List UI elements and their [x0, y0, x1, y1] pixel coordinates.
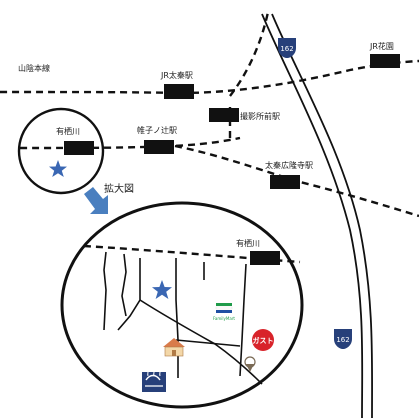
- location-pin-icon: [244, 356, 256, 372]
- svg-text:ガスト: ガスト: [253, 336, 274, 345]
- zoom-road-3: [117, 258, 141, 331]
- label-satsueishomae: 撮影所前駅: [240, 111, 280, 121]
- svg-text:162: 162: [280, 45, 293, 53]
- koryuji-rail-line: [174, 144, 419, 218]
- label-uzumasa-koryuji: 太秦広隆寺駅: [265, 160, 313, 170]
- zoom-source-circle: [17, 107, 105, 195]
- svg-text:FamilyMart: FamilyMart: [213, 316, 235, 321]
- label-arisugawa-zoom: 有栖川: [236, 238, 260, 248]
- route-162-shield-top: 162: [278, 38, 296, 58]
- label-jr-uzumasa: JR太秦駅: [160, 70, 193, 80]
- bathhouse-icon: [142, 367, 166, 392]
- randen-rail-line: [19, 136, 241, 150]
- route-162-shield-bottom: 162: [334, 329, 352, 349]
- label-jr-hanazono: JR花園: [369, 41, 394, 51]
- station-block-arisugawa: [64, 141, 94, 155]
- route-162-road-edge: [271, 13, 373, 418]
- label-kurumazakinotsuji: 帷子ノ辻駅: [137, 125, 177, 135]
- star-icon: [49, 160, 67, 177]
- sanin-rail-line: [0, 59, 419, 95]
- svg-text:162: 162: [336, 336, 349, 344]
- familymart-logo-icon: FamilyMart: [213, 303, 235, 321]
- station-block-jr-hanazono: [370, 54, 400, 68]
- zoom-road-1: [103, 251, 107, 331]
- station-block-kurumazaki: [144, 140, 174, 154]
- house-icon: [163, 338, 185, 357]
- zoom-detail-circle: [60, 201, 304, 409]
- station-block-satsueisho: [209, 108, 239, 122]
- label-sanin-line: 山陰本線: [18, 63, 50, 73]
- star-icon: [152, 280, 172, 299]
- north-rail-line: [229, 11, 270, 97]
- gusto-logo-icon: ガスト: [252, 329, 274, 351]
- zoom-road-4: [175, 258, 179, 378]
- zoom-road-7: [239, 263, 247, 377]
- zoom-road-2: [121, 253, 127, 317]
- label-arisugawa: 有栖川: [56, 126, 80, 136]
- zoom-road-8: [175, 339, 241, 347]
- label-zoom: 拡大図: [104, 182, 134, 195]
- route-162-road: [261, 13, 364, 418]
- station-block-koryuji: [270, 175, 300, 189]
- zoom-railway: [83, 244, 301, 264]
- arrow-icon: [84, 187, 108, 214]
- station-block-jr-uzumasa: [164, 84, 194, 99]
- station-block-arisugawa-zoom: [250, 251, 280, 265]
